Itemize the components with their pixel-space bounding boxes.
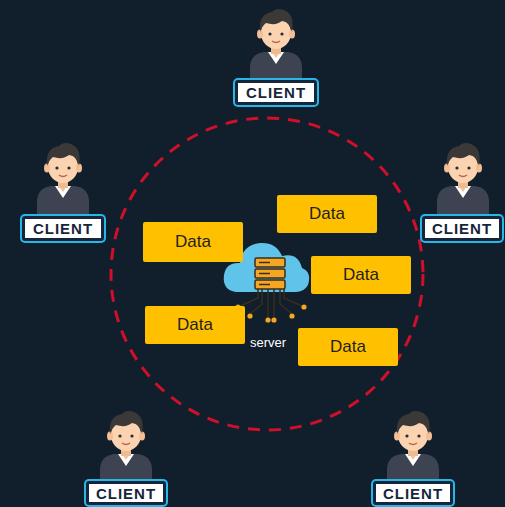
data-box: Data xyxy=(298,328,398,366)
client-label: CLIENT xyxy=(246,84,306,101)
server-label: server xyxy=(250,335,286,350)
data-box: Data xyxy=(143,222,243,262)
client-figure xyxy=(250,9,302,81)
client-label: CLIENT xyxy=(33,220,93,237)
client-figure xyxy=(387,411,439,483)
client-badge: CLIENT xyxy=(86,481,166,505)
data-label: Data xyxy=(177,315,213,335)
data-label: Data xyxy=(309,204,345,224)
client-badge: CLIENT xyxy=(422,216,502,241)
data-box: Data xyxy=(277,195,377,233)
client-badge: CLIENT xyxy=(22,216,104,241)
client-label: CLIENT xyxy=(96,485,156,502)
client-figure xyxy=(437,143,489,215)
client-figure xyxy=(37,143,89,215)
data-box: Data xyxy=(311,256,411,294)
data-label: Data xyxy=(343,265,379,285)
client-badge: CLIENT xyxy=(373,481,453,505)
client-label: CLIENT xyxy=(383,485,443,502)
client-label: CLIENT xyxy=(432,220,492,237)
data-label: Data xyxy=(175,232,211,252)
client-figure xyxy=(100,411,152,483)
data-label: Data xyxy=(330,337,366,357)
data-box: Data xyxy=(145,306,245,344)
client-badge: CLIENT xyxy=(235,80,317,105)
boundary-circle xyxy=(111,118,423,430)
